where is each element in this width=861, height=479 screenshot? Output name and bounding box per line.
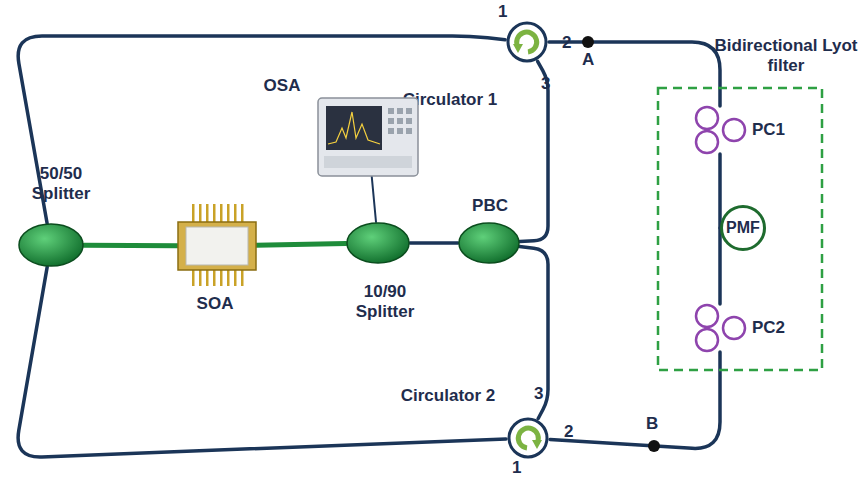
osa-button (388, 118, 394, 124)
paddle-loop (696, 329, 718, 351)
optical-fiber (18, 36, 505, 223)
optical-fiber (84, 243, 178, 249)
circulator-shape (505, 20, 549, 64)
chip-pin (220, 204, 223, 222)
chip-pin (199, 270, 202, 286)
chip-pin (199, 204, 202, 222)
point-b-dot (648, 440, 660, 452)
optical-fiber (718, 154, 722, 228)
osa-button (388, 108, 394, 114)
optical-fiber (372, 176, 376, 222)
circulator-arrowhead (532, 440, 542, 449)
node-label: OSA (252, 76, 312, 96)
osa-button (397, 118, 403, 124)
osa-instrument-shape (318, 98, 418, 176)
point-label: B (646, 414, 658, 434)
coupler-shape (346, 222, 410, 264)
osa-button (406, 108, 412, 114)
osa-panel (324, 156, 412, 168)
dashed-border (658, 88, 822, 370)
optical-fiber (718, 228, 722, 304)
lyot-filter-box: Bidirectional Lyot filterPC1PMFPC2 (658, 88, 822, 370)
port-number: 3 (541, 74, 550, 94)
circulator-shape (506, 416, 550, 460)
polarization-controller-shape (692, 106, 748, 154)
osa-instrument: OSA (318, 98, 418, 176)
circulator: Circulator 2 (506, 416, 550, 460)
port-number: 1 (498, 2, 507, 22)
chip-pin (241, 270, 244, 286)
osa-button (406, 128, 412, 134)
paddle-loop (723, 317, 745, 339)
ellipse-part (459, 223, 519, 263)
paddle-loop (696, 107, 718, 129)
rect-part (186, 227, 248, 265)
node-label: 10/90 Splitter (340, 282, 430, 322)
osa-button (397, 128, 403, 134)
node-label: PMF (720, 205, 766, 251)
optical-fiber (520, 247, 549, 419)
coupler: 10/90 Splitter (346, 222, 410, 264)
optical-fiber (549, 42, 720, 106)
paddle-loop (696, 305, 718, 327)
chip-pin (220, 270, 223, 286)
node-label: Bidirectional Lyot filter (714, 36, 858, 76)
polarization-controller-shape (692, 304, 748, 352)
rect-part (318, 98, 418, 176)
coupler: 50/50 Splitter (18, 223, 84, 267)
port-number: 1 (512, 458, 521, 478)
chip-pin (234, 204, 237, 222)
polarization-controller: PC1 (692, 106, 748, 154)
chip-pin (227, 270, 230, 286)
node-label: Circulator 2 (400, 386, 496, 406)
chip-pin (206, 270, 209, 286)
rect-part (326, 106, 382, 150)
port-number: 3 (534, 384, 543, 404)
osa-button (397, 108, 403, 114)
osa-button (406, 118, 412, 124)
beam-combiner-shape (458, 222, 520, 264)
soa-chip-shape (178, 222, 256, 270)
optical-fiber (410, 241, 458, 245)
chip-pin (213, 204, 216, 222)
point-a-dot (582, 36, 594, 48)
node-label: PC2 (752, 318, 802, 338)
optical-fiber (550, 352, 720, 448)
port-number: 2 (562, 33, 571, 53)
pmf-coil: PMF (720, 205, 766, 251)
chip-pin (206, 204, 209, 222)
chip-pin (192, 270, 195, 286)
optical-fiber (256, 244, 346, 246)
circle-part (509, 419, 547, 457)
chip-pin (234, 270, 237, 286)
paddle-loop (723, 119, 745, 141)
port-number: 2 (564, 422, 573, 442)
paddle-loop (696, 131, 718, 153)
chip-pin (241, 204, 244, 222)
node-label: 50/50 Splitter (16, 164, 106, 204)
chip-pin (192, 204, 195, 222)
coupler-shape (18, 223, 84, 267)
beam-combiner: PBC (458, 222, 520, 264)
node-label: SOA (180, 294, 250, 314)
osa-button (388, 128, 394, 134)
circulator: Circulator 1 (505, 20, 549, 64)
spectrum-trace (328, 112, 380, 144)
node-label: PBC (455, 196, 525, 216)
chip-pin (227, 204, 230, 222)
soa-chip: SOA (178, 222, 256, 270)
chip-pin (213, 270, 216, 286)
optical-fiber (18, 267, 506, 457)
point-label: A (582, 50, 594, 70)
circle-part (508, 23, 546, 61)
polarization-controller: PC2 (692, 304, 748, 352)
circulator-arrowhead (513, 44, 523, 53)
node-label: PC1 (752, 120, 802, 140)
ellipse-part (347, 223, 409, 263)
ellipse-part (19, 224, 83, 266)
rect-part (178, 222, 256, 270)
